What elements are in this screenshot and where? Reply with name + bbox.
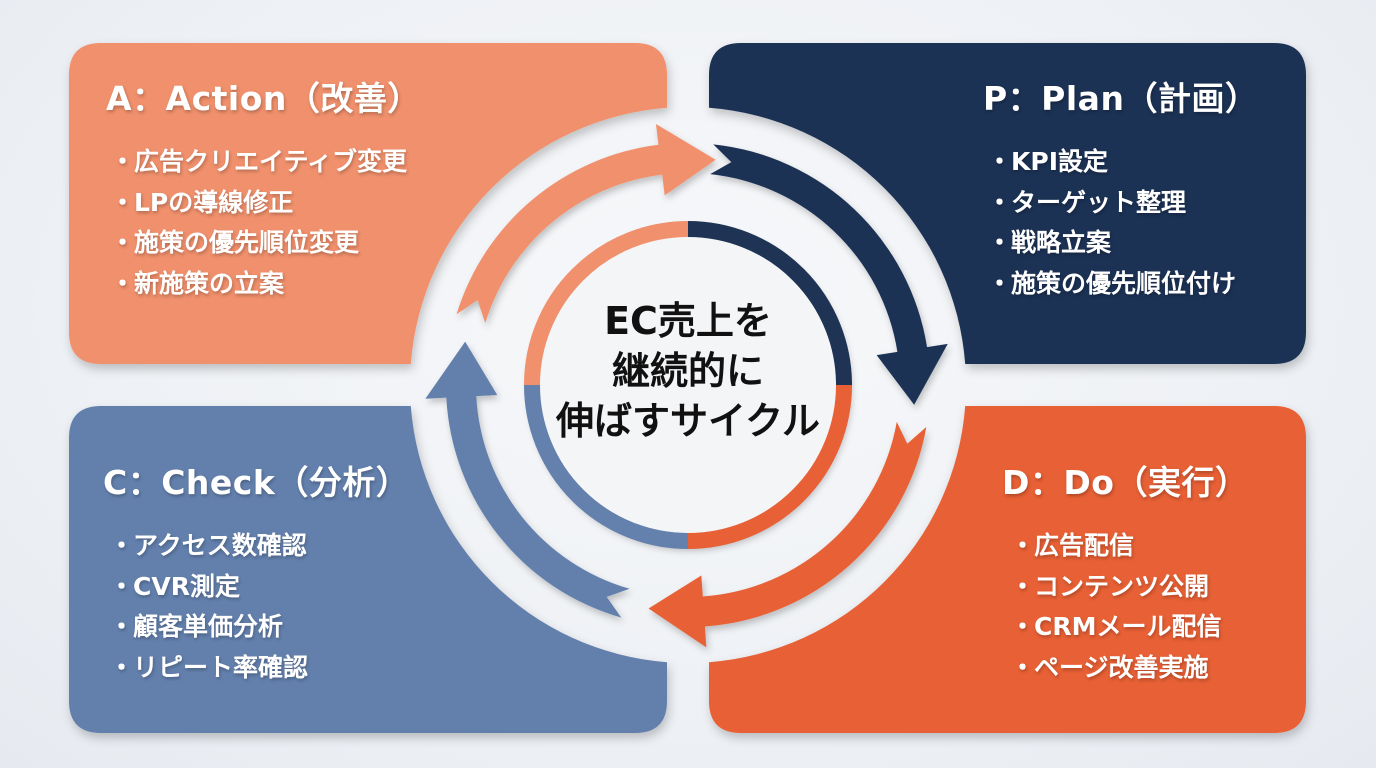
action-panel: A：Action（改善） ・広告クリエイティブ変更 ・LPの導線修正 ・施策の優… <box>106 72 421 304</box>
bullet-icon: ・ <box>1010 652 1036 682</box>
do-item: ・コンテンツ公開 <box>1010 567 1248 608</box>
plan-item: ・戦略立案 <box>987 223 1258 264</box>
bullet-icon: ・ <box>110 187 136 217</box>
bullet-icon: ・ <box>987 228 1013 257</box>
plan-panel: P：Plan（計画） ・KPI設定 ・ターゲット整理 ・戦略立案 ・施策の優先順… <box>983 72 1258 304</box>
check-title: C：Check（分析） <box>103 463 410 502</box>
check-panel-shape <box>69 406 667 733</box>
check-item: ・アクセス数確認 <box>109 526 409 567</box>
action-item: ・施策の優先順位変更 <box>110 223 421 264</box>
plan-item: ・施策の優先順位付け <box>987 264 1258 305</box>
center-title: EC売上を 継続的に 伸ばすサイクル <box>538 296 838 446</box>
do-items: ・広告配信 ・コンテンツ公開 ・CRMメール配信 ・ページ改善実施 <box>1010 526 1248 688</box>
bullet-icon: ・ <box>987 268 1013 298</box>
plan-title: P：Plan（計画） <box>983 79 1259 118</box>
bullet-icon: ・ <box>1010 571 1036 601</box>
ring-segment-do <box>687 384 852 549</box>
bullet-icon: ・ <box>110 228 136 257</box>
action-panel-shape <box>69 43 667 364</box>
check-to-action-arrow <box>425 341 630 618</box>
action-item: ・LPの導線修正 <box>110 183 421 224</box>
check-item: ・リピート率確認 <box>109 648 409 689</box>
bullet-icon: ・ <box>109 652 135 682</box>
check-item: ・顧客単価分析 <box>109 607 409 648</box>
bullet-icon: ・ <box>109 571 135 601</box>
do-title: D：Do（実行） <box>1002 463 1249 502</box>
check-panel: C：Check（分析） ・アクセス数確認 ・CVR測定 ・顧客単価分析 ・リピー… <box>103 456 409 688</box>
check-items: ・アクセス数確認 ・CVR測定 ・顧客単価分析 ・リピート率確認 <box>109 526 409 688</box>
center-circle <box>526 223 850 547</box>
bullet-icon: ・ <box>109 612 135 641</box>
bullet-icon: ・ <box>987 187 1013 217</box>
bullet-icon: ・ <box>110 147 136 176</box>
do-item: ・CRMメール配信 <box>1010 607 1248 648</box>
plan-item: ・ターゲット整理 <box>987 183 1258 224</box>
bullet-icon: ・ <box>110 268 136 298</box>
bullet-icon: ・ <box>1010 612 1036 641</box>
ring-segment-check <box>524 384 689 549</box>
plan-panel-shape <box>709 43 1306 364</box>
do-panel-shape <box>709 406 1306 733</box>
ring-segment-action <box>524 221 689 386</box>
plan-items: ・KPI設定 ・ターゲット整理 ・戦略立案 ・施策の優先順位付け <box>987 142 1258 304</box>
do-item: ・広告配信 <box>1010 526 1248 567</box>
bullet-icon: ・ <box>987 147 1013 176</box>
action-item: ・広告クリエイティブ変更 <box>110 142 421 183</box>
check-item: ・CVR測定 <box>109 567 409 608</box>
plan-item: ・KPI設定 <box>987 142 1258 183</box>
action-item: ・新施策の立案 <box>110 264 421 305</box>
center-title-line: 伸ばすサイクル <box>555 399 821 443</box>
action-items: ・広告クリエイティブ変更 ・LPの導線修正 ・施策の優先順位変更 ・新施策の立案 <box>110 142 421 304</box>
center-title-line: EC売上を <box>604 299 772 343</box>
action-to-plan-arrow <box>456 123 716 324</box>
do-to-check-arrow <box>648 421 927 648</box>
center-title-line: 継続的に <box>611 349 764 393</box>
bullet-icon: ・ <box>1010 531 1036 560</box>
plan-to-do-arrow <box>710 144 948 405</box>
do-panel: D：Do（実行） ・広告配信 ・コンテンツ公開 ・CRMメール配信 ・ページ改善… <box>1002 456 1248 688</box>
bullet-icon: ・ <box>109 531 135 560</box>
action-title: A：Action（改善） <box>106 79 421 118</box>
ring-segment-plan <box>687 221 852 386</box>
do-item: ・ページ改善実施 <box>1010 648 1248 689</box>
